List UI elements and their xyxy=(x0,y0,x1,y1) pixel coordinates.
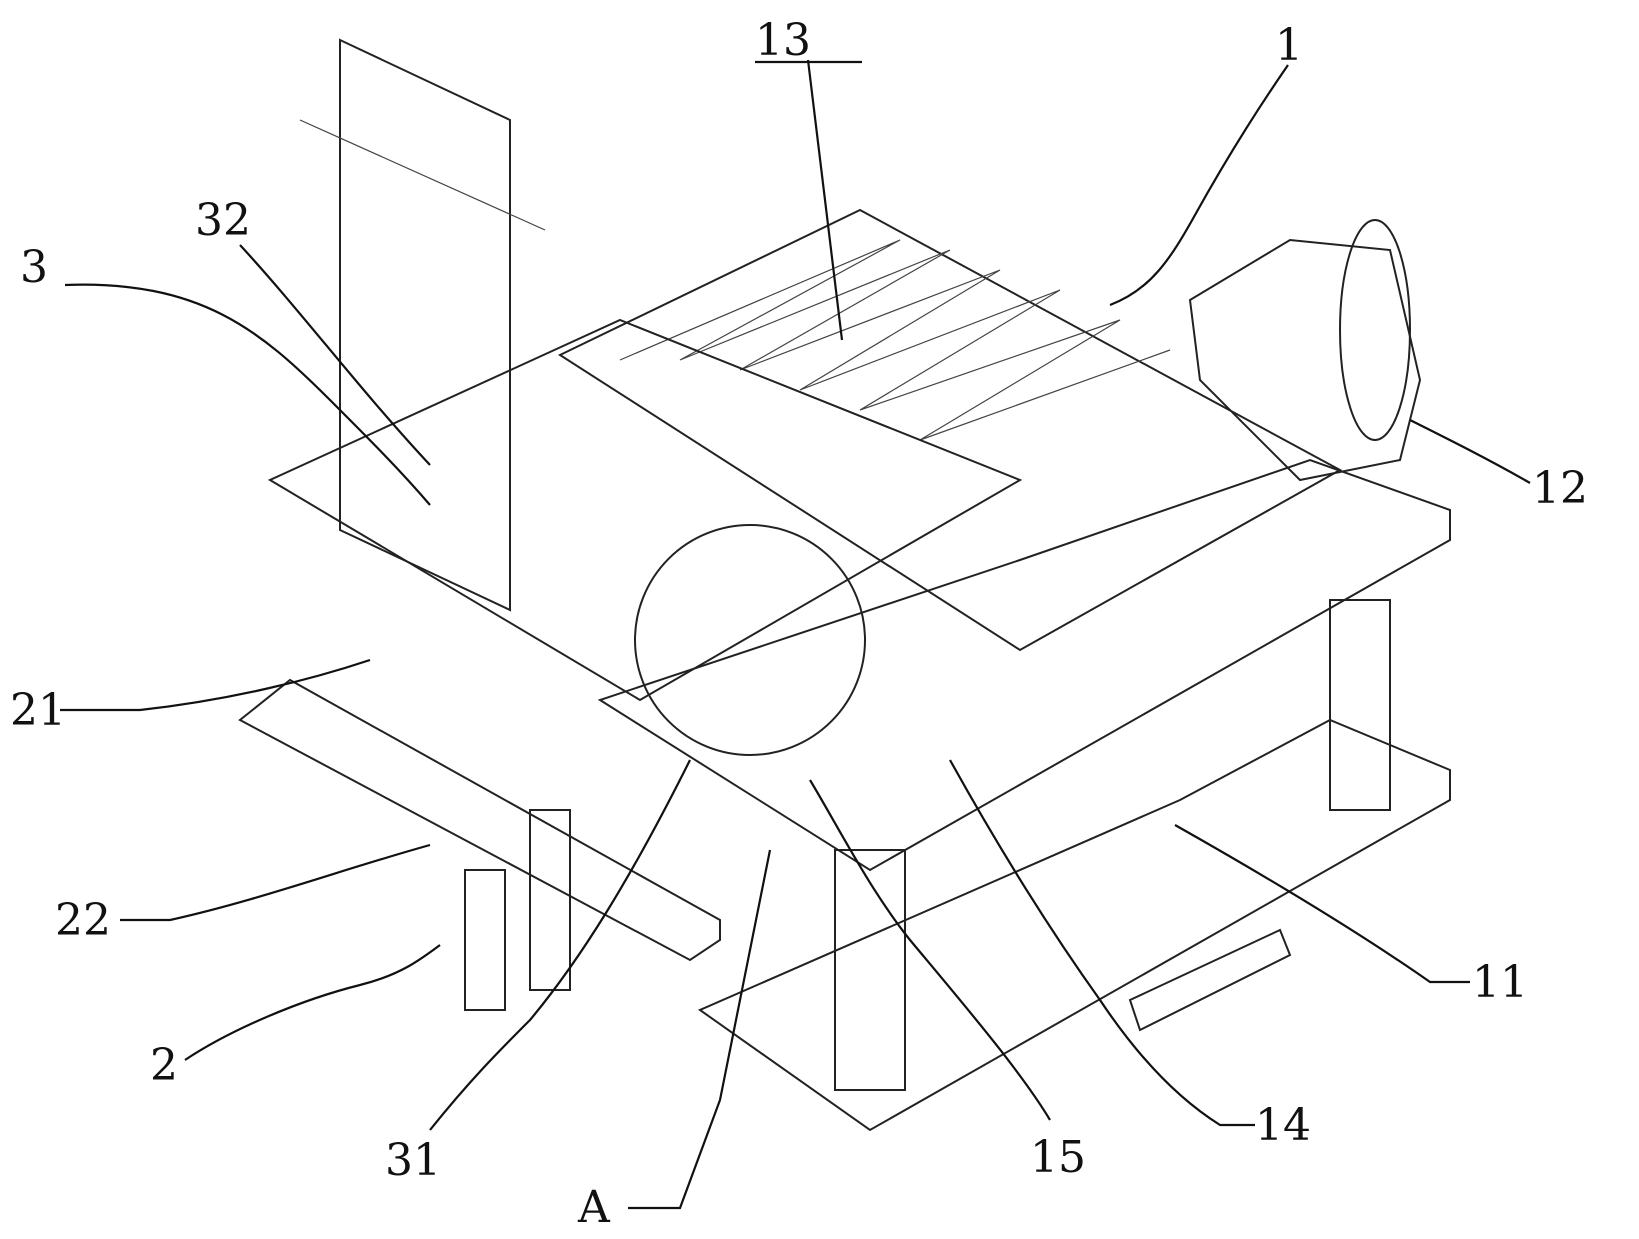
callout-11: 11 xyxy=(1472,957,1528,1008)
callout-13: 13 xyxy=(755,15,811,66)
callout-22: 22 xyxy=(55,895,111,946)
leader-32 xyxy=(240,245,430,465)
leader-13 xyxy=(808,60,842,340)
callout-15: 15 xyxy=(1030,1132,1086,1183)
column-right xyxy=(1330,600,1390,810)
leader-1 xyxy=(1110,65,1288,305)
callout-14: 14 xyxy=(1255,1100,1311,1151)
vertical-plate xyxy=(340,40,510,610)
plate-bracket xyxy=(300,120,545,230)
callout-12: 12 xyxy=(1532,463,1588,514)
leader-31 xyxy=(430,760,690,1130)
leader-12 xyxy=(1410,420,1530,483)
leader-3 xyxy=(65,285,430,505)
clamp-plate xyxy=(240,680,720,960)
callout-31: 31 xyxy=(385,1135,441,1186)
callout-labels: 1 13 32 3 12 21 22 11 2 14 15 31 A xyxy=(10,15,1588,1233)
callout-3: 3 xyxy=(20,242,48,293)
leader-14 xyxy=(950,760,1255,1125)
callout-1: 1 xyxy=(1275,20,1303,71)
machine-outline xyxy=(240,40,1450,1130)
cylinder-left xyxy=(465,870,505,1010)
leader-21 xyxy=(60,660,370,710)
leader-2 xyxy=(185,945,440,1060)
top-plate xyxy=(600,460,1450,870)
leader-15 xyxy=(810,780,1050,1120)
motor-flange xyxy=(1340,220,1410,440)
detail-circle-a xyxy=(635,525,865,755)
callout-21: 21 xyxy=(10,685,66,736)
callout-A: A xyxy=(577,1182,611,1233)
base-plate xyxy=(700,720,1450,1130)
lifting-plate xyxy=(270,320,1020,700)
leader-A xyxy=(628,850,770,1208)
leader-22 xyxy=(120,845,430,920)
callout-2: 2 xyxy=(150,1040,178,1091)
column-left xyxy=(835,850,905,1090)
cylinder-mid xyxy=(530,810,570,990)
sensor-bracket xyxy=(1130,930,1290,1030)
callout-32: 32 xyxy=(195,195,251,246)
conveyor-rods xyxy=(620,240,1170,440)
motor xyxy=(1190,240,1420,480)
